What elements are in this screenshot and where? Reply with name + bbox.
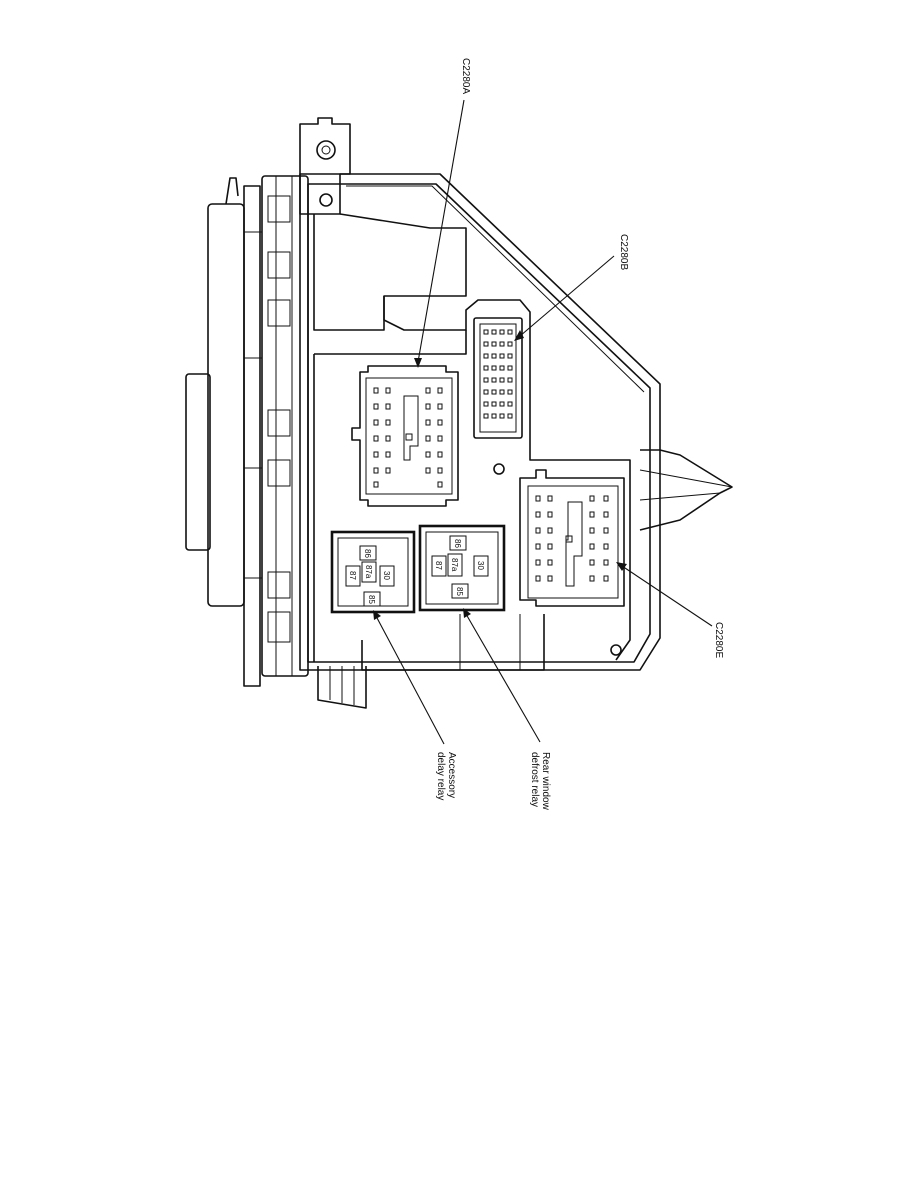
- c2280e-pins: [535, 495, 609, 587]
- accessory-terminal-30: 30: [382, 571, 391, 580]
- accessory-terminal-87a: 87a: [364, 565, 373, 579]
- label-accessory-line2: delay relay: [435, 752, 446, 800]
- rear-terminal-86: 86: [453, 539, 462, 548]
- label-accessory-line1: Accessory: [446, 752, 457, 798]
- connector-c2280b: [473, 317, 523, 439]
- rear-terminal-87: 87: [434, 561, 443, 570]
- c2280b-pins: [483, 329, 513, 419]
- junction-box-body: [299, 173, 733, 709]
- housing-cover: [185, 175, 309, 687]
- accessory-terminal-87: 87: [348, 571, 357, 580]
- accessory-terminal-85: 85: [367, 595, 376, 604]
- label-rear-window-line2: defrost relay: [529, 752, 540, 807]
- rear-terminal-87a: 87a: [450, 558, 459, 572]
- rear-terminal-30: 30: [476, 561, 485, 570]
- rear-window-defrost-relay: 86 87a 87 30 85: [418, 524, 506, 612]
- mounting-bracket: [299, 117, 351, 215]
- leader-lines: [373, 99, 713, 745]
- accessory-delay-relay: 86 87a 87 30 85: [330, 530, 416, 614]
- label-c2280a: C2280A: [460, 58, 471, 94]
- label-rear-window-line1: Rear window: [540, 752, 551, 811]
- accessory-terminal-86: 86: [363, 549, 372, 558]
- connector-c2280e: [519, 469, 625, 607]
- rear-terminal-85: 85: [455, 587, 464, 596]
- c2280a-pins: [373, 387, 443, 488]
- callout-labels: C2280A C2280B C2280E Rear window defrost…: [435, 58, 724, 811]
- label-c2280b: C2280B: [618, 234, 629, 270]
- label-c2280e: C2280E: [713, 622, 724, 658]
- connector-c2280a: [351, 365, 459, 507]
